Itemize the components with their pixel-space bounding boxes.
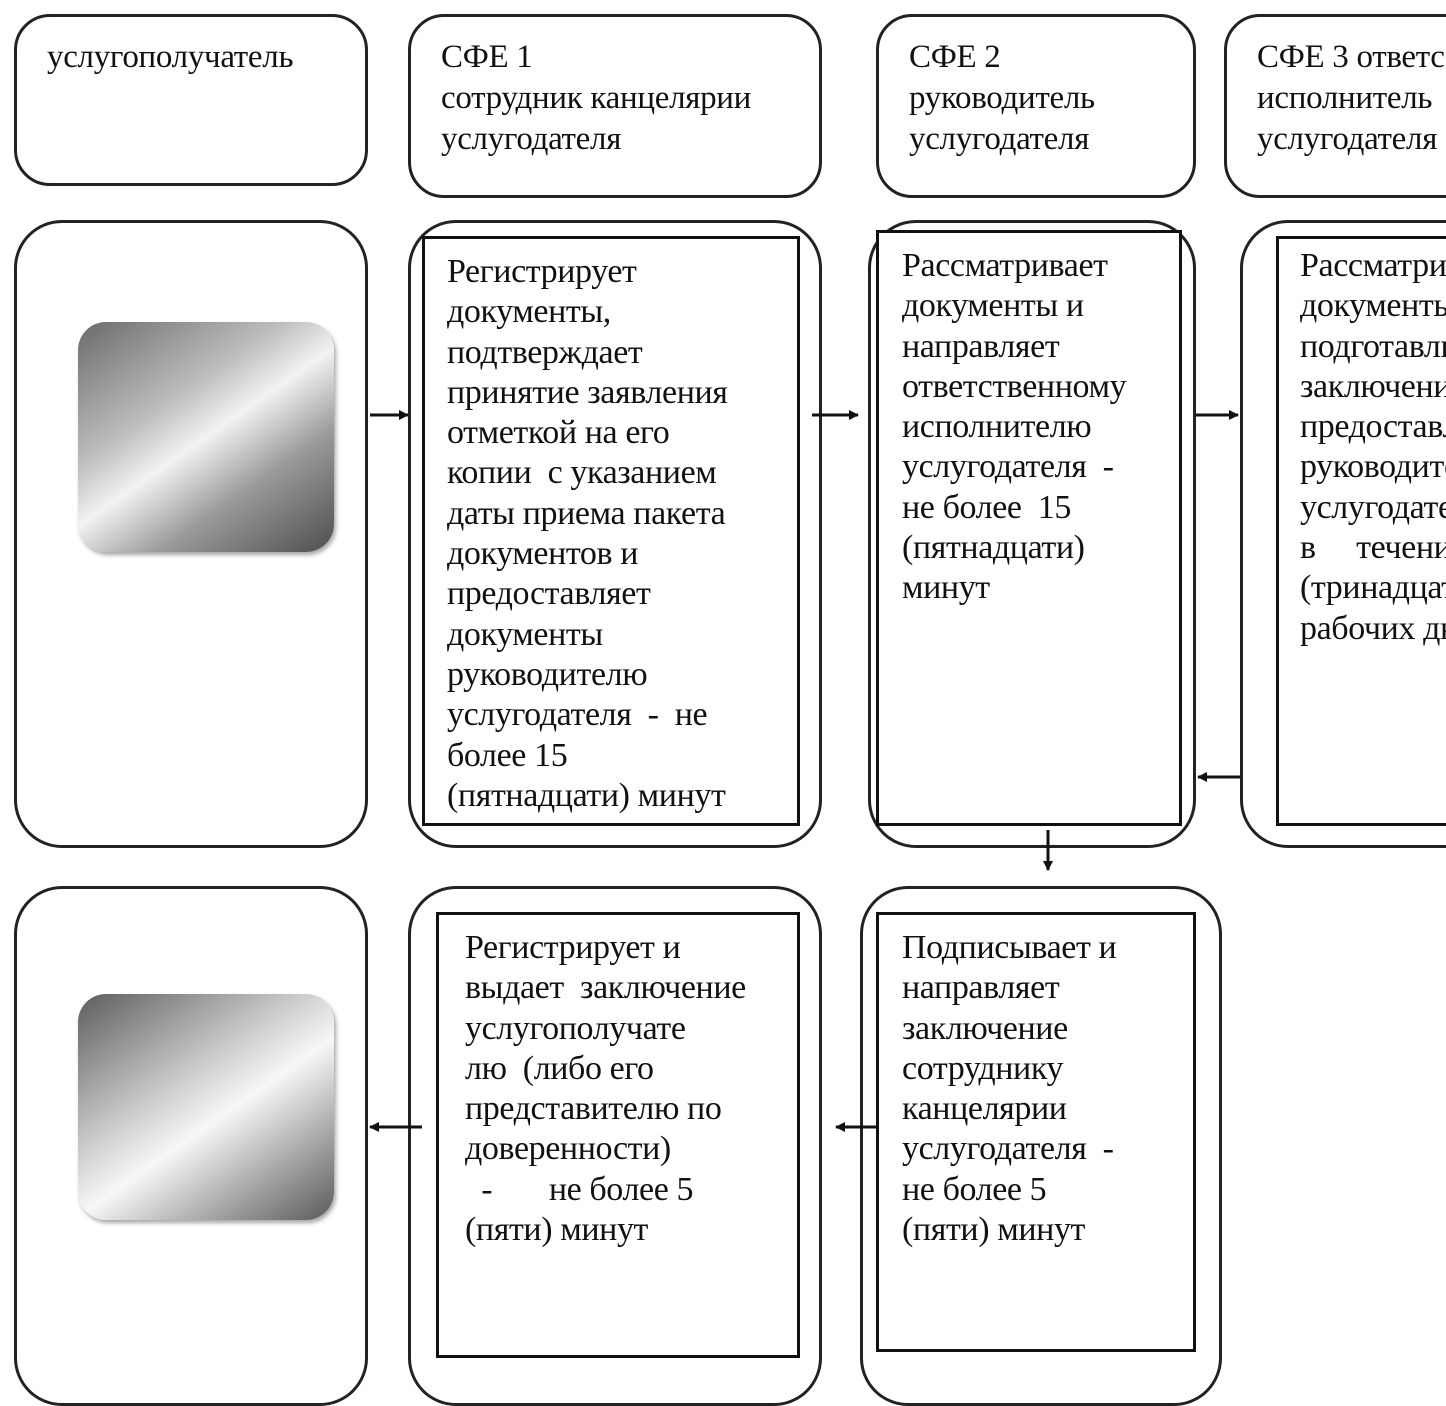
step-sfe1-register-text: Регистрирует документы, подтверждает при… — [447, 253, 728, 814]
flow-arrows — [369, 410, 1240, 1132]
step-sfe2-review — [876, 230, 1182, 826]
step-sfe1-issue-text: Регистрирует и выдает заключение услугоп… — [465, 929, 746, 1249]
header-recipient-label: услугополучатель — [47, 39, 294, 75]
header-sfe3-label: СФЕ 3 ответс исполнитель услугодателя — [1257, 39, 1445, 157]
step-sfe2-sign-text: Подписывает и направляет заключение сотр… — [902, 929, 1117, 1249]
end-shape — [78, 994, 334, 1220]
step-sfe3-prepare-text: Рассматрив документы подготавли заключен… — [1300, 247, 1446, 647]
header-sfe2: СФЕ 2 руководитель услугодателя — [876, 14, 1196, 198]
header-sfe2-label: СФЕ 2 руководитель услугодателя — [909, 39, 1095, 157]
header-recipient: услугополучатель — [14, 14, 368, 186]
step-sfe1-issue — [436, 912, 800, 1358]
header-sfe1: СФЕ 1 сотрудник канцелярии услугодателя — [408, 14, 822, 198]
header-sfe3: СФЕ 3 ответс исполнитель услугодателя — [1224, 14, 1446, 198]
step-sfe1-register — [422, 236, 800, 826]
step-sfe2-sign — [876, 912, 1196, 1352]
start-shape — [78, 322, 334, 552]
step-sfe2-review-text: Рассматривает документы и направляет отв… — [902, 247, 1127, 607]
header-sfe1-label: СФЕ 1 сотрудник канцелярии услугодателя — [441, 39, 752, 157]
step-sfe3-prepare — [1276, 236, 1446, 826]
